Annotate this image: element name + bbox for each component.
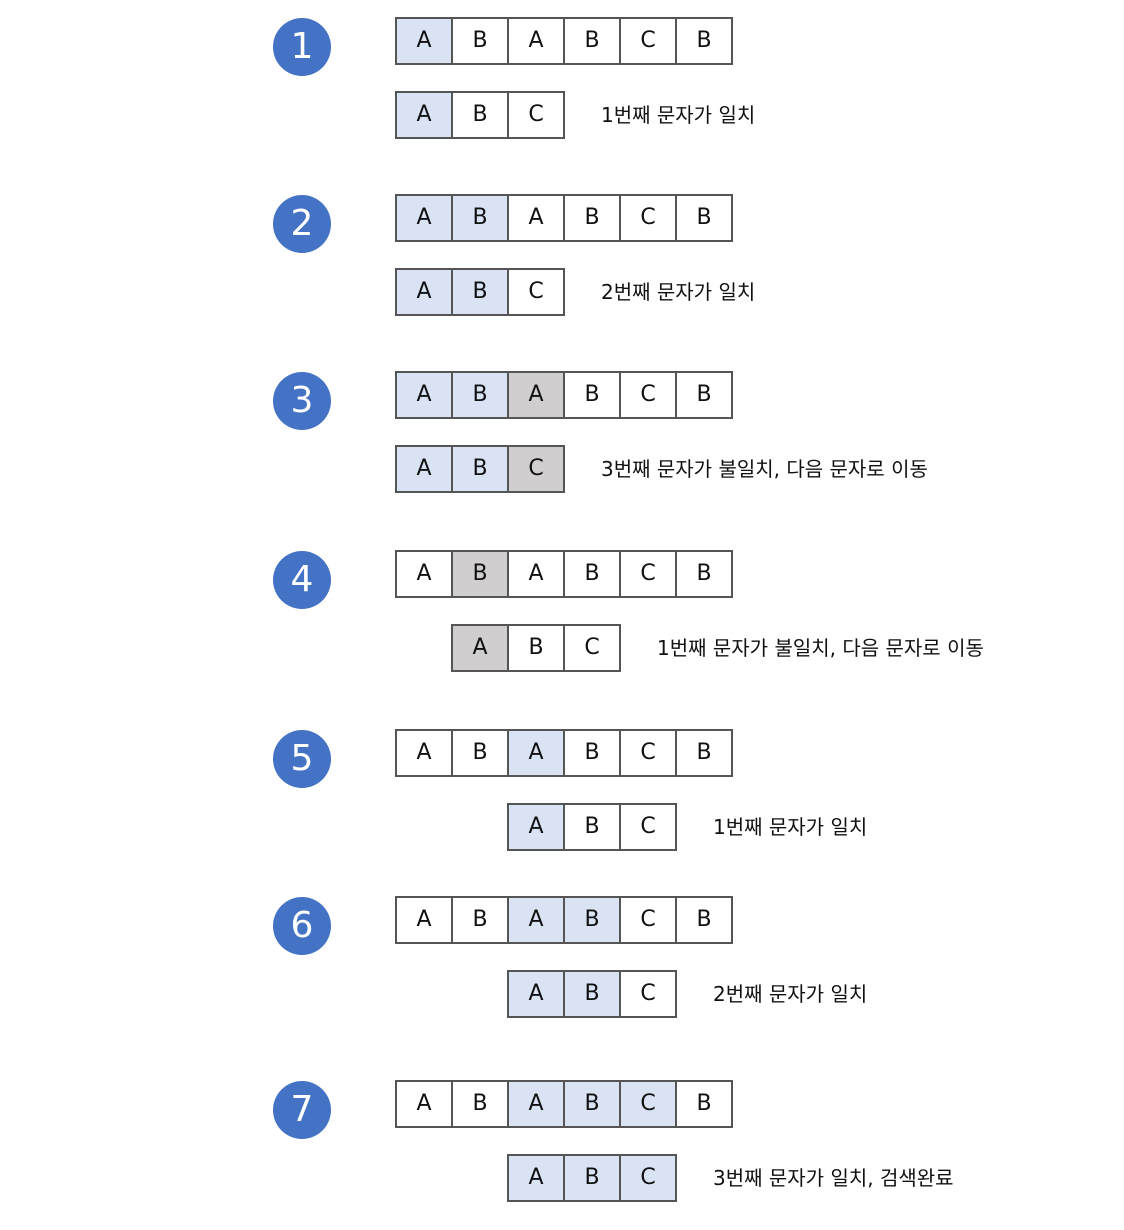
text-char-cell: B — [677, 196, 733, 240]
step-number-badge: 4 — [273, 551, 331, 609]
pattern-char-cell: A — [509, 805, 565, 849]
step-description: 2번째 문자가 일치 — [713, 982, 868, 1006]
text-char-cell: C — [621, 1082, 677, 1126]
text-char-cell: B — [453, 19, 509, 63]
text-char-cell: A — [397, 731, 453, 775]
text-char-cell: B — [565, 196, 621, 240]
text-char-cell: A — [509, 731, 565, 775]
step-number-badge: 7 — [273, 1081, 331, 1139]
text-char-cell: B — [453, 1082, 509, 1126]
text-char-cell: A — [509, 552, 565, 596]
pattern-char-cell: C — [509, 93, 565, 137]
text-char-cell: A — [397, 196, 453, 240]
step-description: 1번째 문자가 불일치, 다음 문자로 이동 — [657, 636, 984, 660]
pattern-char-cell: B — [453, 93, 509, 137]
text-char-cell: A — [509, 19, 565, 63]
pattern-char-cell: B — [565, 805, 621, 849]
text-char-cell: A — [509, 1082, 565, 1126]
pattern-char-cell: A — [397, 447, 453, 491]
pattern-char-cell: C — [509, 447, 565, 491]
text-char-cell: A — [509, 373, 565, 417]
text-char-cell: C — [621, 19, 677, 63]
text-char-cell: C — [621, 731, 677, 775]
text-char-cell: B — [565, 731, 621, 775]
text-char-cell: A — [509, 898, 565, 942]
text-char-cell: B — [677, 898, 733, 942]
text-char-cell: B — [453, 731, 509, 775]
step-description: 1번째 문자가 일치 — [601, 103, 756, 127]
step-description: 1번째 문자가 일치 — [713, 815, 868, 839]
text-char-cell: A — [397, 898, 453, 942]
text-char-cell: B — [453, 898, 509, 942]
text-char-cell: A — [397, 552, 453, 596]
pattern-char-cell: A — [397, 270, 453, 314]
text-char-cell: B — [453, 552, 509, 596]
pattern-char-cell: C — [509, 270, 565, 314]
pattern-char-cell: A — [509, 1156, 565, 1200]
step-description: 3번째 문자가 불일치, 다음 문자로 이동 — [601, 457, 928, 481]
step-description: 3번째 문자가 일치, 검색완료 — [713, 1166, 954, 1190]
text-char-cell: A — [397, 373, 453, 417]
pattern-char-cell: A — [397, 93, 453, 137]
pattern-char-cell: B — [565, 1156, 621, 1200]
text-char-cell: B — [677, 19, 733, 63]
pattern-char-cell: B — [565, 972, 621, 1016]
text-char-cell: A — [397, 1082, 453, 1126]
pattern-char-cell: A — [453, 626, 509, 670]
text-char-cell: B — [565, 373, 621, 417]
text-char-cell: A — [509, 196, 565, 240]
pattern-char-cell: B — [509, 626, 565, 670]
text-char-cell: B — [453, 196, 509, 240]
text-char-cell: B — [677, 731, 733, 775]
step-number-badge: 2 — [273, 195, 331, 253]
text-char-cell: C — [621, 373, 677, 417]
text-char-cell: A — [397, 19, 453, 63]
pattern-char-cell: C — [565, 626, 621, 670]
pattern-char-cell: C — [621, 805, 677, 849]
step-number-badge: 5 — [273, 730, 331, 788]
text-char-cell: B — [677, 1082, 733, 1126]
pattern-char-cell: A — [509, 972, 565, 1016]
pattern-char-cell: C — [621, 1156, 677, 1200]
text-char-cell: B — [565, 552, 621, 596]
text-char-cell: B — [565, 1082, 621, 1126]
step-number-badge: 3 — [273, 372, 331, 430]
pattern-char-cell: C — [621, 972, 677, 1016]
text-char-cell: B — [453, 373, 509, 417]
step-number-badge: 1 — [273, 18, 331, 76]
text-char-cell: C — [621, 898, 677, 942]
text-char-cell: B — [565, 19, 621, 63]
step-number-badge: 6 — [273, 897, 331, 955]
pattern-char-cell: B — [453, 447, 509, 491]
text-char-cell: B — [677, 552, 733, 596]
text-char-cell: B — [565, 898, 621, 942]
text-char-cell: C — [621, 552, 677, 596]
pattern-char-cell: B — [453, 270, 509, 314]
text-char-cell: B — [677, 373, 733, 417]
step-description: 2번째 문자가 일치 — [601, 280, 756, 304]
text-char-cell: C — [621, 196, 677, 240]
